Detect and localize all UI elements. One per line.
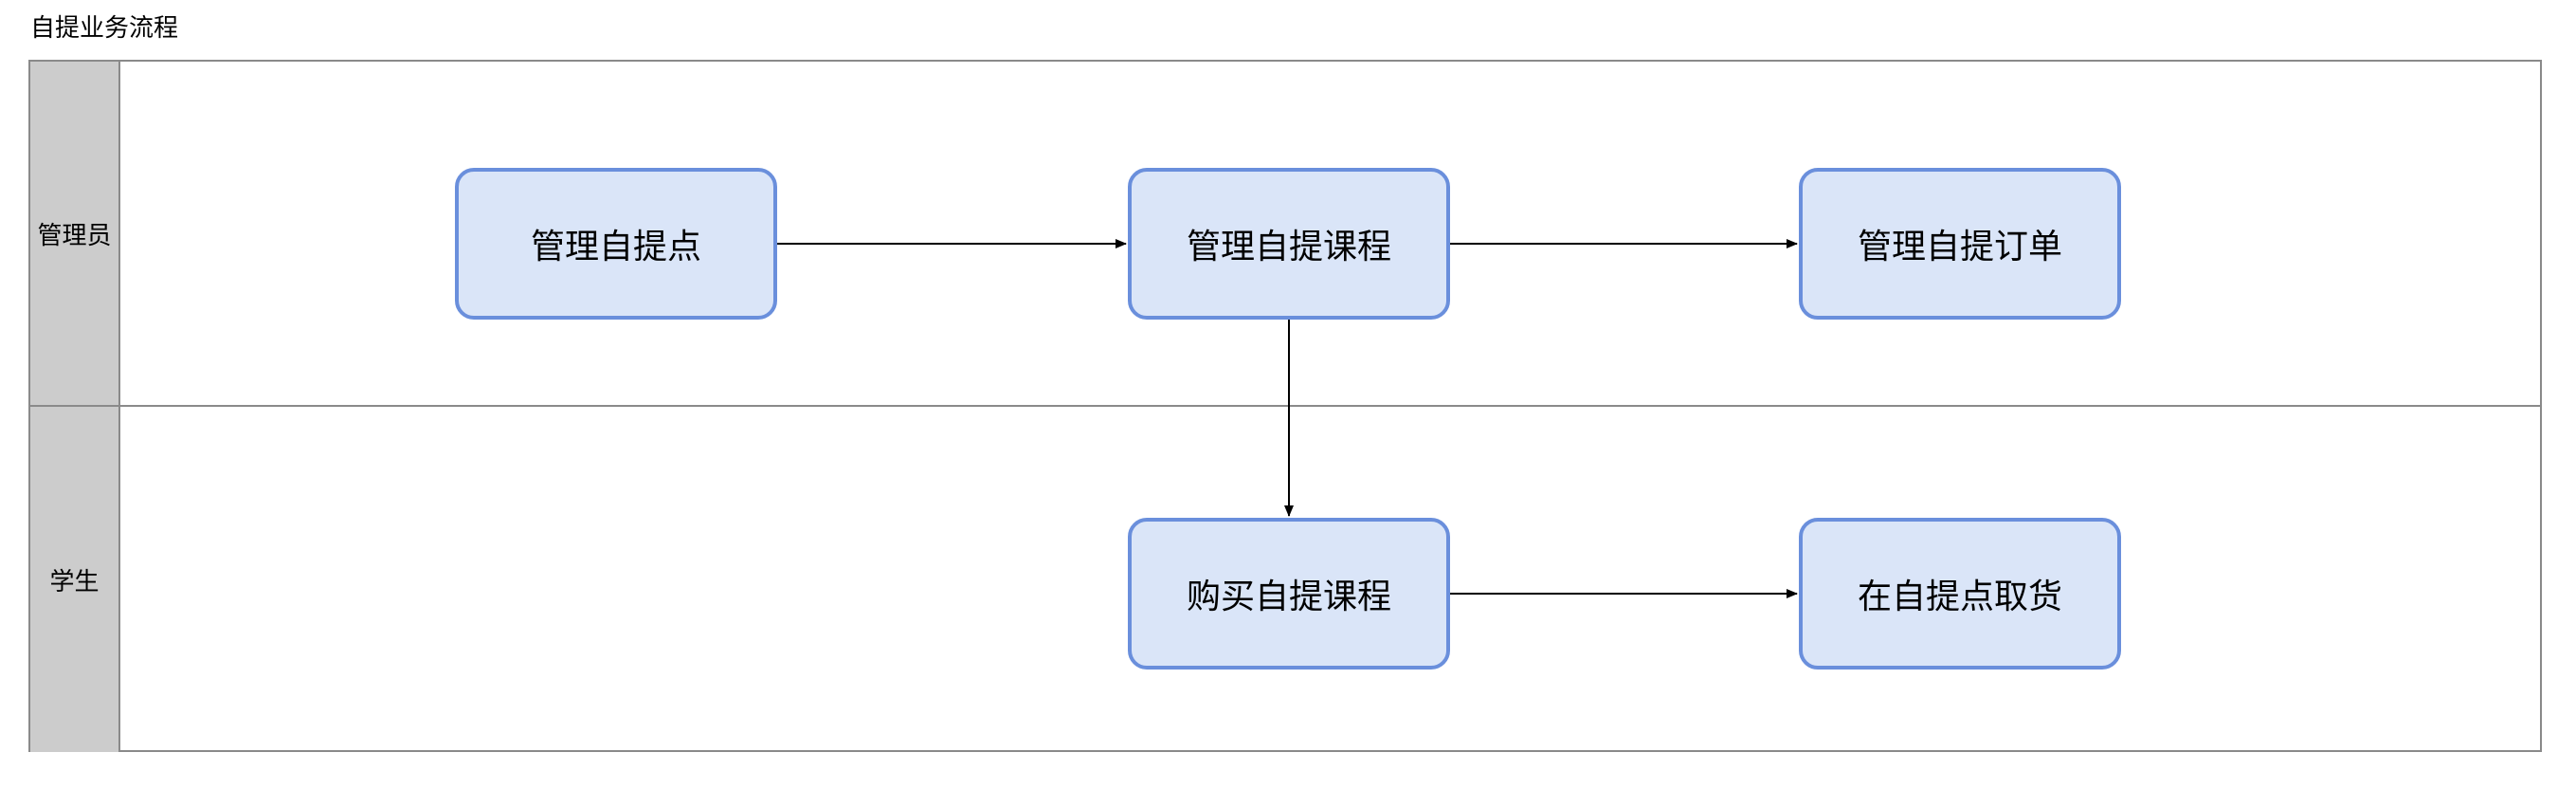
node-collect-at-pickup[interactable]: 在自提点取货 [1799,518,2121,670]
node-manage-pickup-point[interactable]: 管理自提点 [455,168,777,320]
node-manage-pickup-course[interactable]: 管理自提课程 [1128,168,1450,320]
node-buy-pickup-course[interactable]: 购买自提课程 [1128,518,1450,670]
lane-admin: 管理员 [30,62,2540,407]
node-manage-pickup-order[interactable]: 管理自提订单 [1799,168,2121,320]
lane-student: 学生 [30,407,2540,752]
swimlane-pool: 管理员 学生 [28,60,2542,752]
lane-header-admin: 管理员 [30,62,120,405]
lane-header-student: 学生 [30,407,120,752]
diagram-title: 自提业务流程 [30,14,179,43]
